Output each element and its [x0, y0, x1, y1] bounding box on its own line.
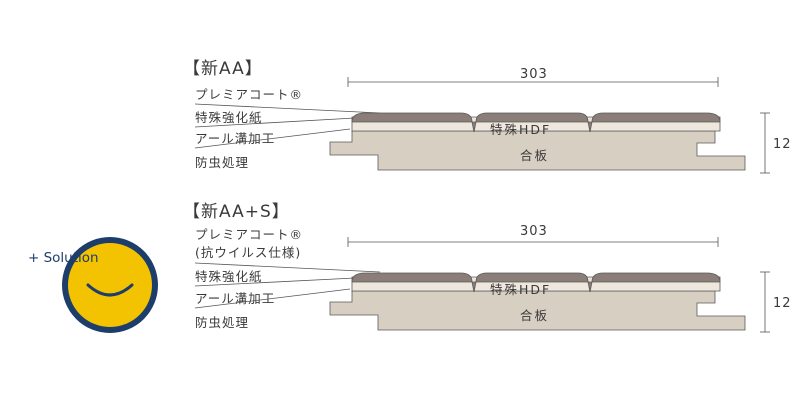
- layer-label-groove: アール溝加工: [195, 131, 275, 146]
- product-aa: 【新AA】 プレミアコート® 特殊強化紙 アール溝加工 防虫処理 303 12: [183, 59, 792, 174]
- leader-lines: [194, 262, 381, 309]
- width-dimension: [347, 77, 719, 87]
- plywood-layer: [329, 290, 746, 331]
- thickness-dimension: [760, 112, 770, 174]
- layer-label-insect: 防虫処理: [195, 155, 249, 170]
- badge-circle: [62, 237, 158, 333]
- thickness-dimension: [760, 271, 770, 333]
- premium-coat-layer: [351, 112, 721, 133]
- product-title: 【新AA】: [183, 59, 263, 79]
- width-dimension: [347, 237, 719, 247]
- layer-label-coat: プレミアコート®: [195, 227, 303, 242]
- layer-label-antiviral: (抗ウイルス仕様): [195, 245, 301, 260]
- layer-label-insect: 防虫処理: [195, 315, 249, 330]
- plywood-label: 合板: [520, 148, 549, 163]
- plywood-label: 合板: [520, 308, 549, 323]
- solution-badge: + Solution: [28, 237, 158, 333]
- product-aa-s: 【新AA+S】 プレミアコート® (抗ウイルス仕様) 特殊強化紙 アール溝加工 …: [183, 202, 792, 333]
- layer-label-coat: プレミアコート®: [195, 87, 303, 102]
- leader-lines: [194, 103, 381, 149]
- layer-label-groove: アール溝加工: [195, 291, 275, 306]
- hdf-label: 特殊HDF: [490, 122, 551, 137]
- product-title: 【新AA+S】: [183, 202, 290, 222]
- smile-icon: [86, 283, 134, 297]
- layer-label-paper: 特殊強化紙: [195, 269, 263, 284]
- thickness-label: 12: [773, 137, 792, 152]
- width-label: 303: [520, 224, 548, 239]
- width-label: 303: [520, 67, 548, 82]
- hdf-label: 特殊HDF: [490, 282, 551, 297]
- thickness-label: 12: [773, 296, 792, 311]
- premium-coat-layer: [351, 272, 721, 293]
- plywood-layer: [329, 130, 746, 171]
- badge-label: + Solution: [28, 250, 99, 266]
- layer-label-paper: 特殊強化紙: [195, 110, 263, 125]
